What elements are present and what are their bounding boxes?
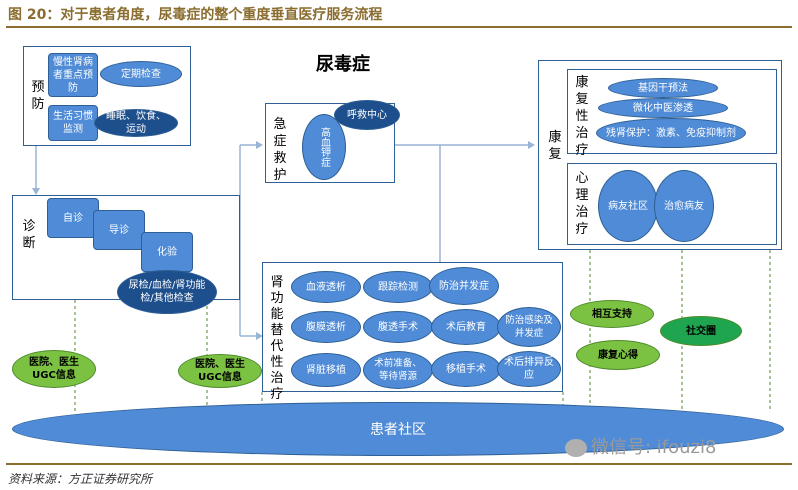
ugc-info-left: 医院、医生UGC信息 (12, 350, 96, 388)
prevention-label: 预防 (31, 80, 45, 112)
chronic-prevention-node: 慢性肾病者重点预防 (48, 53, 98, 97)
tcm-node: 微化中医渗透 (598, 98, 728, 118)
wechat-id: 微信号: ifouzi8 (591, 437, 717, 458)
figure-title: 图 20：对于患者角度，尿毒症的整个重度垂直医疗服务流程 (8, 7, 383, 23)
residual-kidney-node: 残肾保护：激素、免疫抑制剂 (596, 118, 746, 148)
rrt-label: 肾功能替代性治疗 (270, 275, 284, 402)
lab-node: 化验 (141, 232, 193, 272)
rehab-label: 康复 (548, 130, 562, 162)
patient-community-node: 病友社区 (598, 170, 658, 242)
rrt-item-infection-prevention: 防治感染及并发症 (497, 307, 561, 347)
patient-community-label: 患者社区 (370, 422, 426, 438)
sleep-diet-node: 睡眠、饮食、运动 (94, 109, 178, 137)
rehab-experience-node: 康复心得 (576, 340, 660, 370)
patient-community-ellipse: 患者社区 (12, 402, 784, 456)
psych-therapy-box: 心理治疗 病友社区 治愈病友 (567, 163, 777, 245)
guide-node: 导诊 (93, 210, 145, 250)
rrt-item-peritoneal-surgery: 腹透手术 (363, 311, 433, 343)
cured-patients-node: 治愈病友 (654, 170, 714, 242)
arrowhead-rrt (256, 332, 263, 340)
rrt-item-transplant-surgery: 移植手术 (431, 351, 501, 387)
rrt-item-rejection: 术后排异反应 (497, 351, 561, 387)
prevention-box: 预防 慢性肾病者重点预防 定期检查 生活习惯监测 睡眠、饮食、运动 (23, 46, 191, 146)
footer-rule (6, 463, 792, 465)
diagnosis-label: 诊断 (22, 219, 36, 251)
social-circle-node: 社交圈 (660, 316, 742, 346)
rrt-box: 肾功能替代性治疗 血液透析 跟踪检测 防治并发症 腹膜透析 腹透手术 术后教育 … (262, 262, 563, 402)
title-rule (6, 26, 792, 28)
rrt-item-postop-education: 术后教育 (431, 309, 501, 345)
diagnosis-box: 诊断 自诊 导诊 化验 尿检/血检/肾功能检/其他检查 (12, 195, 240, 314)
wechat-icon (565, 439, 587, 457)
arrowhead-prevention-diagnosis (32, 188, 40, 195)
rrt-item-kidney-transplant: 肾脏移植 (291, 353, 361, 387)
lifestyle-node: 生活习惯监测 (48, 105, 98, 141)
rrt-item-tracking: 跟踪检测 (363, 271, 433, 303)
rrt-item-preop-waiting: 术前准备、等待肾源 (363, 351, 433, 389)
rehab-therapy-label: 康复性治疗 (575, 75, 589, 158)
emergency-box: 急症救护 高血钾症 呼救中心 (265, 100, 400, 183)
regular-check-node: 定期检查 (100, 61, 182, 87)
gene-intervention-node: 基因干预法 (608, 78, 718, 98)
ugc-info-mid: 医院、医生UGC信息 (178, 354, 262, 388)
tests-node: 尿检/血检/肾功能检/其他检查 (117, 270, 217, 314)
rrt-item-peritoneal-dialysis: 腹膜透析 (291, 311, 361, 343)
wechat-watermark: 微信号: ifouzi8 (565, 433, 716, 459)
rehab-box: 康复 康复性治疗 基因干预法 微化中医渗透 残肾保护：激素、免疫抑制剂 心理治疗… (538, 60, 782, 250)
rrt-item-hemodialysis: 血液透析 (291, 271, 361, 303)
arrowhead-emergency (256, 141, 263, 149)
respiratory-center-node: 呼救中心 (334, 100, 400, 130)
self-check-node: 自诊 (47, 198, 99, 238)
hyperkalemia-node: 高血钾症 (302, 114, 346, 180)
psych-therapy-label: 心理治疗 (575, 171, 589, 237)
main-title: 尿毒症 (316, 54, 370, 75)
rehab-therapy-box: 康复性治疗 基因干预法 微化中医渗透 残肾保护：激素、免疫抑制剂 (567, 69, 777, 158)
arrowhead-rehab (528, 141, 535, 149)
emergency-label: 急症救护 (273, 117, 287, 183)
source-note: 资料来源：方正证券研究所 (8, 472, 153, 486)
rrt-item-complication-prevention: 防治并发症 (429, 267, 499, 305)
mutual-support-node: 相互支持 (570, 300, 654, 328)
